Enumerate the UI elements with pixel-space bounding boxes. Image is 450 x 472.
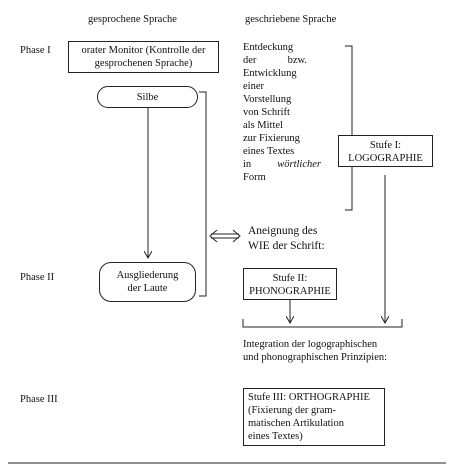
phase-2-label: Phase II [20, 272, 55, 283]
stufe-3-title: Stufe III: ORTHOGRAPHIE [248, 392, 370, 403]
ausgliederung-line-2: der Laute [127, 283, 168, 294]
silbe-label: Silbe [136, 92, 159, 103]
discovery-line-3: Entwicklung [243, 68, 297, 79]
column-header-written: geschriebene Sprache [245, 14, 337, 25]
integration-text: Integration der logographischen und phon… [243, 338, 387, 364]
discovery-word-der: der [243, 55, 257, 66]
stufe-3-line-4: eines Textes) [248, 431, 303, 442]
integration-bracket [242, 319, 403, 328]
aneignung-line-2: WIE der Schrift: [248, 240, 325, 252]
discovery-line-4: einer [243, 81, 264, 92]
silbe-box: Silbe [97, 86, 198, 108]
stufe-1-title: Stufe I: [369, 140, 402, 151]
ausgliederung-line-1: Ausgliederung [116, 270, 179, 281]
ausgliederung-box: Ausgliederung der Laute [99, 262, 196, 302]
discovery-line-8: zur Fixierung [243, 133, 300, 144]
monitor-line-2: gesprochenen Sprache) [94, 58, 193, 69]
discovery-bracket [345, 45, 353, 211]
discovery-word-bzw: bzw. [287, 55, 307, 66]
discovery-word-in: in [243, 159, 252, 170]
discovery-line-10: in wörtlicher [243, 158, 321, 171]
left-bracket [199, 91, 207, 297]
stufe-2-name: PHONOGRAPHIE [249, 286, 331, 297]
discovery-line-11: Form [243, 172, 266, 183]
column-header-spoken: gesprochene Sprache [88, 14, 177, 25]
stufe-1-box: Stufe I: LOGOGRAPHIE [338, 135, 433, 167]
double-arrow-icon [209, 229, 241, 243]
stufe-3-box: Stufe III: ORTHOGRAPHIE (Fixierung der g… [243, 388, 385, 446]
stufe-3-line-2: (Fixierung der gram- [248, 405, 337, 416]
discovery-line-5: Vorstellung [243, 94, 292, 105]
discovery-line-7: als Mittel [243, 120, 283, 131]
discovery-line-9: eines Textes [243, 146, 295, 157]
discovery-line-1: Entdeckung [243, 42, 294, 53]
discovery-word-woertlicher: wörtlicher [277, 159, 321, 170]
discovery-line-2: der bzw. [243, 54, 307, 67]
discovery-line-6: von Schrift [243, 107, 290, 118]
stufe-2-box: Stufe II: PHONOGRAPHIE [243, 268, 337, 300]
discovery-text: Entdeckung der bzw. Entwicklung einer Vo… [243, 41, 321, 184]
integration-line-2: und phonographischen Prinzipien: [243, 352, 388, 363]
integration-line-1: Integration der logographischen [243, 339, 378, 350]
phase-1-label: Phase I [20, 45, 51, 56]
stufe-2-title: Stufe II: [272, 273, 308, 284]
stufe-3-line-3: matischen Artikulation [248, 418, 344, 429]
phase-3-label: Phase III [20, 394, 58, 405]
monitor-line-1: orater Monitor (Kontrolle der [81, 45, 206, 56]
aneignung-line-1: Aneignung des [248, 225, 318, 237]
stufe-1-name: LOGOGRAPHIE [348, 153, 423, 164]
monitor-box: orater Monitor (Kontrolle der gesprochen… [68, 41, 219, 73]
aneignung-text: Aneignung des WIE der Schrift: [248, 224, 325, 254]
